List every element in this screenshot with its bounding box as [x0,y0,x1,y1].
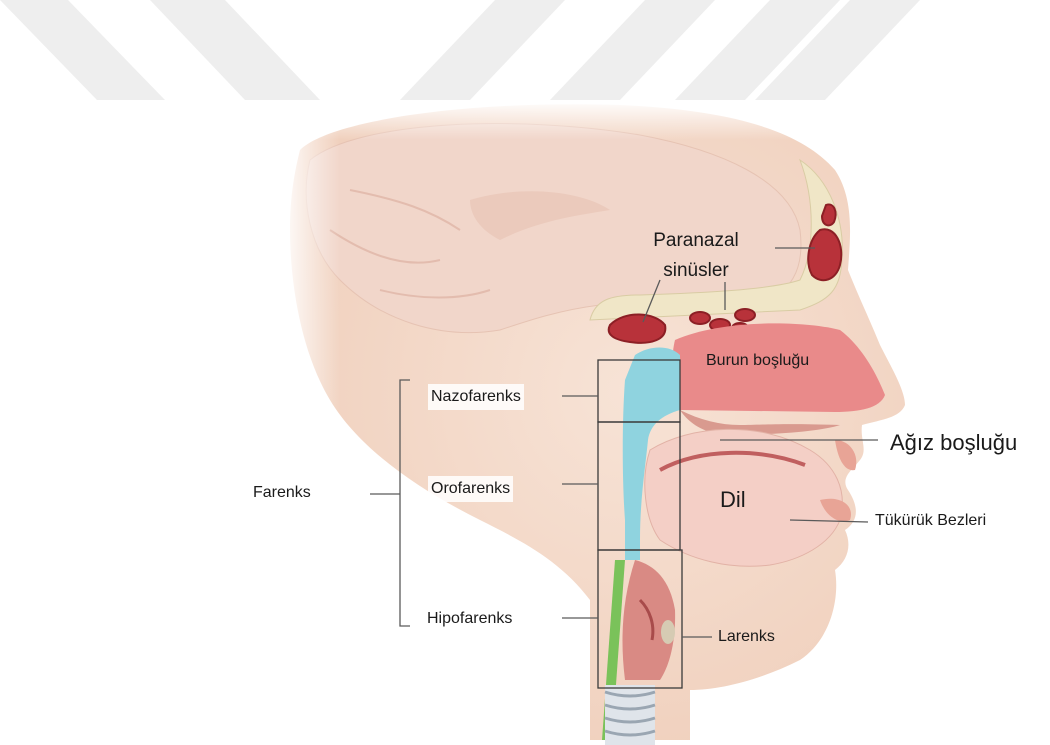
thyroid-cartilage [661,620,675,644]
watermark-stripes [0,0,920,100]
frontal-sinus-upper [822,204,836,225]
label-nasopharynx: Nazofarenks [428,384,524,410]
label-paranasal-line1: Paranazal [640,226,752,256]
label-oral-cavity: Ağız boşluğu [890,430,1017,456]
label-hypopharynx: Hipofarenks [424,606,515,632]
label-pharynx: Farenks [253,484,311,502]
label-paranasal-sinuses: Paranazal sinüsler [640,226,752,286]
label-paranasal-line2: sinüsler [640,256,752,286]
trachea [605,685,655,745]
frontal-sinus [808,229,841,280]
label-salivary-glands: Tükürük Bezleri [875,512,986,530]
sphenoid-sinus [609,314,666,342]
label-nasal-cavity: Burun boşluğu [706,352,809,370]
label-larynx: Larenks [718,628,775,646]
label-tongue: Dil [720,487,746,513]
label-oropharynx: Orofarenks [428,476,513,502]
